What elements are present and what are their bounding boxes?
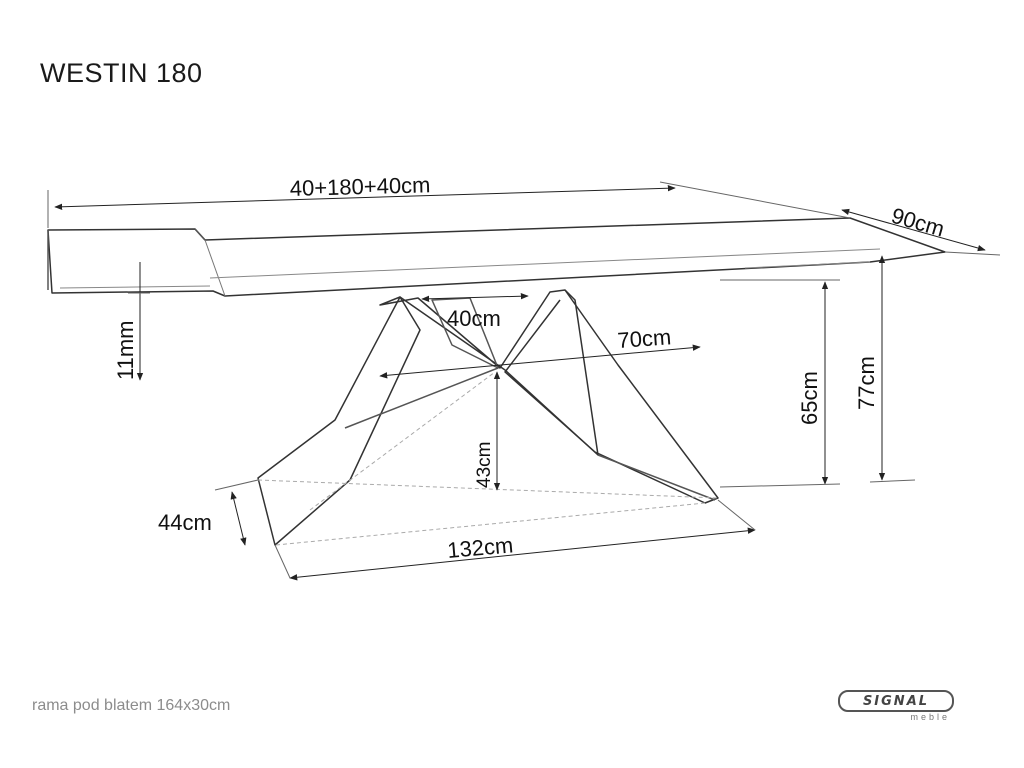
- dim-total-height-label: 77cm: [854, 356, 879, 410]
- dim-base-length-label: 132cm: [446, 532, 514, 563]
- dimension-lines: [47, 181, 1001, 581]
- logo-name: SIGNAL: [862, 694, 930, 709]
- dim-thickness-label: 11mm: [113, 321, 138, 381]
- frame-size-note: rama pod blatem 164x30cm: [32, 697, 231, 714]
- signal-logo: SIGNAL meble: [838, 690, 956, 730]
- dim-depth-label: 90cm: [889, 203, 948, 242]
- dim-frame-height-label: 65cm: [797, 371, 822, 425]
- dim-leg-spread-label: 70cm: [617, 324, 672, 353]
- dim-length-label: 40+180+40cm: [289, 172, 430, 201]
- dim-cross-height-label: 43cm: [474, 442, 495, 488]
- table-top: [47, 217, 946, 297]
- dim-foot-depth-label: 44cm: [158, 510, 212, 535]
- logo-subtitle: meble: [910, 712, 950, 722]
- product-title: WESTIN 180: [40, 58, 203, 88]
- dim-cross-span-label: 40cm: [447, 306, 501, 331]
- logo-badge: SIGNAL: [838, 690, 954, 712]
